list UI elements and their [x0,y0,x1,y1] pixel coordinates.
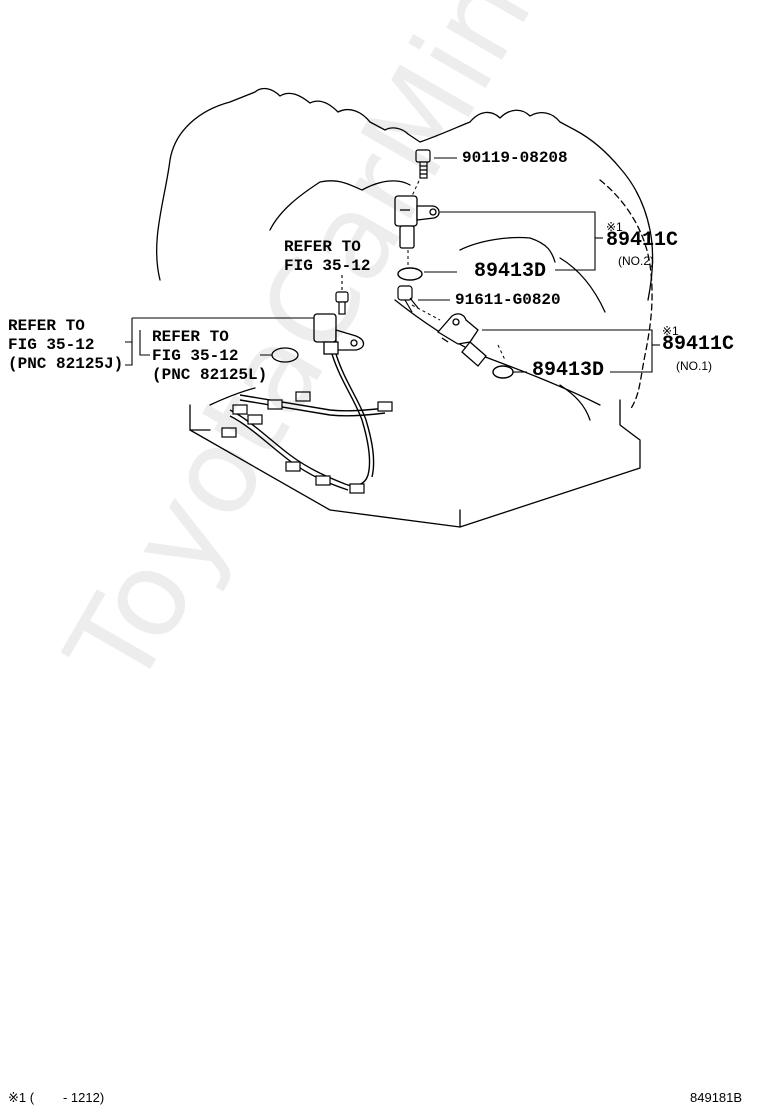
harness-connectors [221,391,393,494]
leader-sensor-no2 [440,211,596,271]
oring-no2-icon [397,267,423,281]
leader-sensor-no1 [482,329,653,373]
leader-ref-left [125,317,320,366]
part-label-sensor-no2[interactable]: 89411C [606,229,679,252]
part-label-bolt-mid[interactable]: 91611-G0820 [455,291,561,309]
ref-inner-line3[interactable]: (PNC 82125L) [152,366,268,384]
part-label-sensor-no1[interactable]: 89411C [662,333,735,356]
ref-top-line2[interactable]: FIG 35-12 [284,257,371,275]
footer-note: ※1 ( - 1212) [8,1090,105,1105]
sensor-no1-mark: ※1 [662,324,679,338]
ref-left-line2[interactable]: FIG 35-12 [8,336,95,354]
sensor-no2-sub: (NO.2) [618,254,654,268]
sensor-no1-sub: (NO.1) [676,359,712,373]
bolt-ref-icon [335,291,349,315]
housing-upper [269,180,411,231]
sensor-no2-icon [394,195,440,249]
transmission-body [189,399,641,528]
bolt-90119-icon [415,149,431,179]
ref-top-line1[interactable]: REFER TO [284,238,361,256]
part-label-bolt-top[interactable]: 90119-08208 [462,149,568,167]
part-label-oring-no1[interactable]: 89413D [532,359,605,382]
leader-ref-inner [139,330,272,356]
harness-sensor-icon [313,313,365,355]
engine-block-outline [155,87,654,301]
sensor-no1-icon [436,313,487,367]
oring-ref-icon [271,347,299,363]
sensor-no2-mark: ※1 [606,220,623,234]
part-label-oring-no2[interactable]: 89413D [474,260,547,283]
ref-inner-line1[interactable]: REFER TO [152,328,229,346]
ref-inner-line2[interactable]: FIG 35-12 [152,347,239,365]
ref-left-line1[interactable]: REFER TO [8,317,85,335]
bolt-91611-icon [397,285,419,313]
figure-code: 849181B [690,1090,743,1105]
ref-left-line3[interactable]: (PNC 82125J) [8,355,124,373]
oring-no1-icon [492,365,514,379]
engine-block-dash [599,179,653,411]
